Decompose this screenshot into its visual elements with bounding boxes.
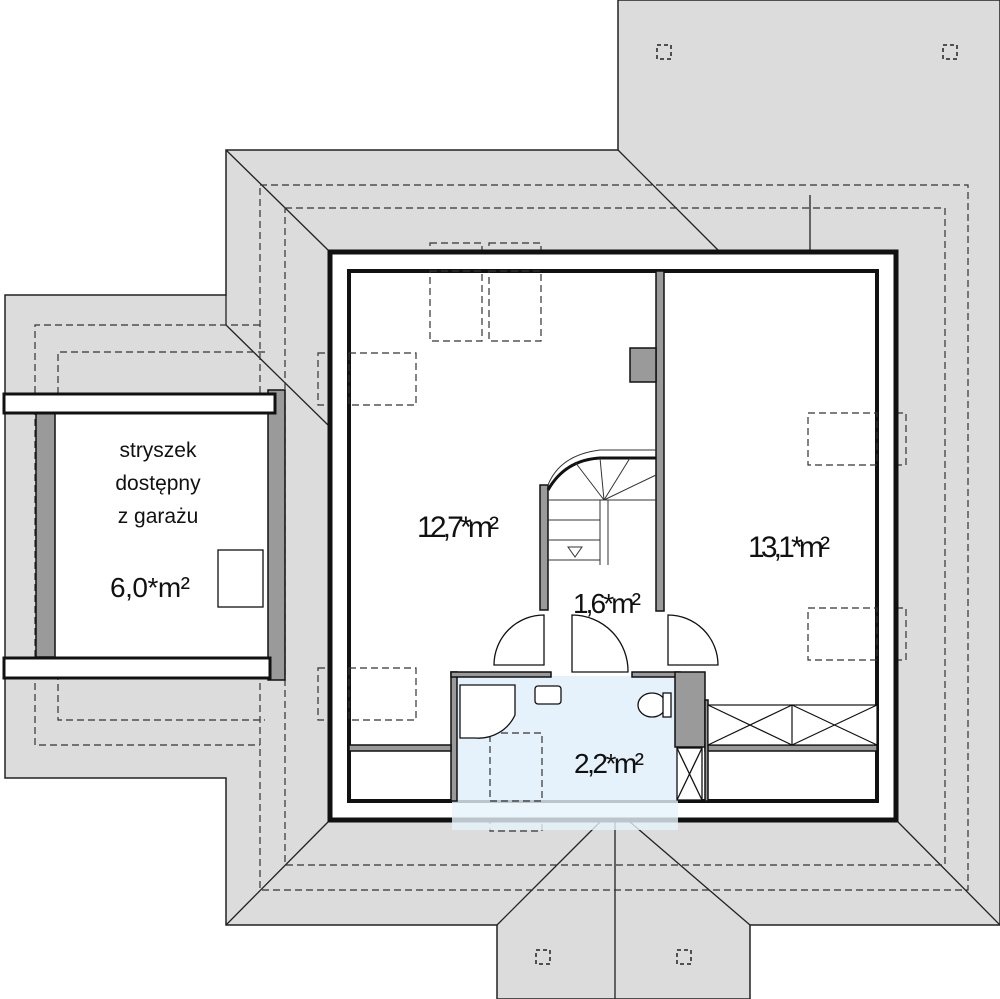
garage-beams [2, 392, 277, 680]
garage-label-line2: dostępny [115, 472, 201, 495]
room-right-area: 13,1*m² [748, 531, 830, 564]
wardrobe [707, 704, 878, 746]
garage-label-line3: z garażu [118, 505, 199, 528]
garage-label-line1: stryszek [119, 439, 197, 462]
corner-markers [535, 44, 958, 965]
garage-area: 6,0*m² [110, 572, 190, 603]
bathroom-area: 2,2*m² [574, 748, 644, 779]
doors [493, 614, 719, 673]
garage-hatch [217, 549, 264, 608]
hall-area: 1,6*m² [573, 588, 641, 619]
staircase [546, 449, 657, 565]
bathroom-fixtures [459, 684, 703, 801]
partitions [348, 270, 878, 802]
garage-attic-floor [55, 413, 268, 657]
room-left-area: 12,7*m² [417, 511, 499, 544]
skylights [348, 270, 878, 802]
garage-walls [35, 389, 286, 681]
roof-hip-lines [225, 149, 1000, 999]
bathroom-window-area [452, 800, 678, 830]
